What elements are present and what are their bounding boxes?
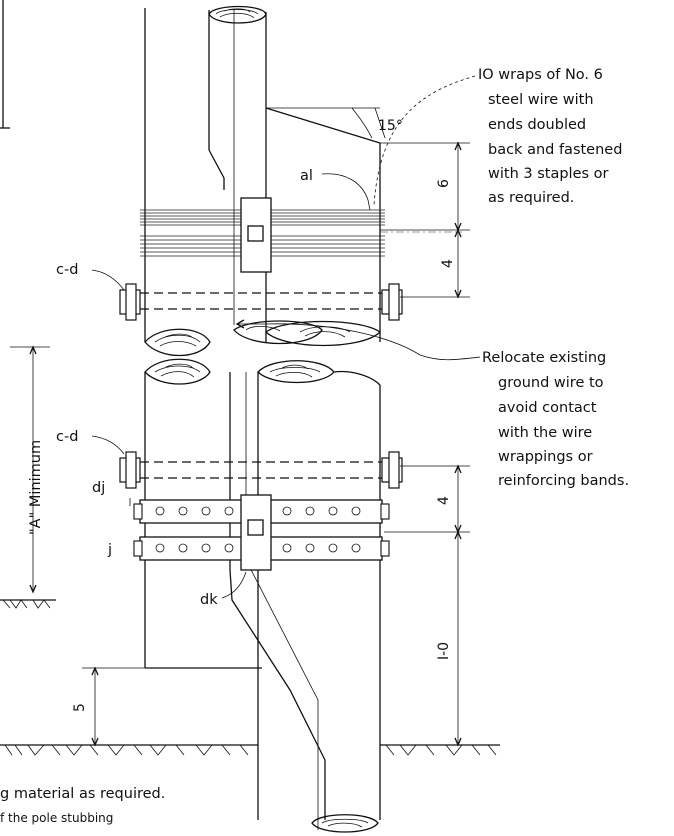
relocate-line-3: avoid contact xyxy=(498,400,597,416)
top-note-line-2: steel wire with xyxy=(488,92,594,108)
bottom-note-1: g material as required. xyxy=(0,786,165,802)
label-cd-lower: c-d xyxy=(56,429,78,445)
top-note-line-4: back and fastened xyxy=(488,142,622,158)
leader-cd-lower xyxy=(91,435,125,455)
bolt-icon xyxy=(119,283,403,321)
relocate-line-2: ground wire to xyxy=(498,375,604,391)
wood-grain-end-icon xyxy=(144,320,382,357)
angle-15: 15° xyxy=(378,118,403,134)
label-a-minimum: "A" Minimum xyxy=(28,440,44,535)
leader-cd-upper xyxy=(91,269,125,291)
bottom-note-2: f the pole stubbing xyxy=(0,811,113,825)
left-dimensions: 5 xyxy=(72,666,146,747)
ground-wire-lower xyxy=(245,372,319,830)
dim-4-lower: 4 xyxy=(436,496,452,505)
top-note-line-1: IO wraps of No. 6 xyxy=(478,67,603,83)
label-dk: dk xyxy=(200,592,218,608)
relocate-note: Relocate existing ground wire to avoid c… xyxy=(482,350,629,489)
upper-pole xyxy=(144,8,267,342)
ground-hatch-icon xyxy=(0,599,500,756)
label-j: j xyxy=(107,542,112,558)
a-minimum-dimension: "A" Minimum xyxy=(10,345,50,594)
relocate-line-5: wrappings or xyxy=(498,449,593,465)
upper-dimensions: 6 4 15° xyxy=(351,107,470,299)
dim-1-0: I-0 xyxy=(436,642,452,660)
clamp-plate-lower xyxy=(240,494,272,571)
dim-4-upper: 4 xyxy=(440,259,456,268)
dim-5: 5 xyxy=(72,703,88,712)
lower-pole xyxy=(229,360,381,833)
label-cd-upper: c-d xyxy=(56,262,78,278)
relocate-line-4: with the wire xyxy=(498,425,592,441)
relocate-line-1: Relocate existing xyxy=(482,350,606,366)
leader-dk xyxy=(221,571,247,599)
bolt-icon xyxy=(119,451,403,489)
label-al: al xyxy=(300,168,313,184)
dim-6: 6 xyxy=(436,179,452,188)
label-dj: dj xyxy=(92,480,105,496)
relocate-line-6: reinforcing bands. xyxy=(498,473,629,489)
lower-dimensions: 4 I-0 xyxy=(384,464,470,747)
wood-grain-end-icon xyxy=(208,5,267,24)
top-note: IO wraps of No. 6 steel wire with ends d… xyxy=(478,67,622,206)
clamp-plate-upper xyxy=(240,197,272,273)
leader-relocate xyxy=(263,323,481,361)
leader-al xyxy=(321,173,371,211)
top-note-line-3: ends doubled xyxy=(488,117,586,133)
leader-top-note xyxy=(373,75,476,206)
top-note-line-6: as required. xyxy=(488,190,574,206)
top-note-line-5: with 3 staples or xyxy=(488,166,609,182)
